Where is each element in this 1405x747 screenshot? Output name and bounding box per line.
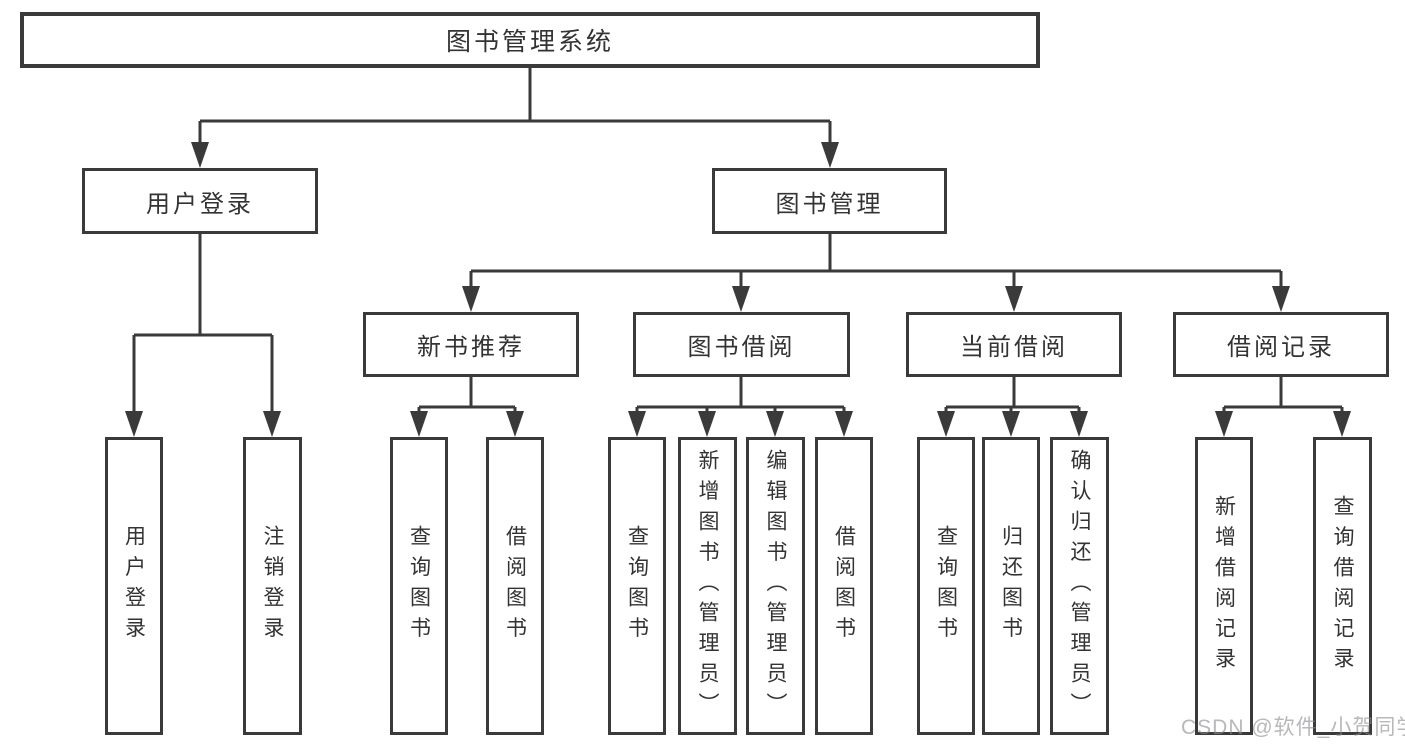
arrowhead-icon [125, 411, 143, 437]
leaf-nbr-borrow-books: 借阅图书 [486, 437, 544, 735]
leaf-bb-query-books: 查询图书 [608, 437, 666, 735]
arrowhead-icon [1333, 411, 1351, 437]
vertical-label: 查询图书 [625, 525, 649, 647]
vertical-label: 借阅图书 [503, 525, 527, 647]
node-borrow-records: 借阅记录 [1173, 312, 1389, 377]
vertical-label: 查询图书 [407, 525, 431, 647]
arrowhead-icon [937, 411, 955, 437]
leaf-bb-edit-books-admin: 编辑图书（管理员） [746, 437, 805, 735]
arrowhead-icon [628, 411, 646, 437]
leaf-logout: 注销登录 [243, 437, 302, 735]
vertical-label: 查询图书 [934, 525, 958, 647]
vertical-label: 借阅图书 [832, 525, 856, 647]
leaf-nbr-query-books: 查询图书 [390, 437, 448, 735]
arrowhead-icon [1272, 286, 1290, 312]
leaf-bb-add-books-admin: 新增图书（管理员） [678, 437, 737, 735]
leaf-cb-confirm-return-admin: 确认归还（管理员） [1050, 437, 1109, 735]
node-root-library-system: 图书管理系统 [20, 12, 1040, 68]
vertical-label: 注销登录 [261, 525, 284, 647]
leaf-br-add-record: 新增借阅记录 [1195, 437, 1253, 735]
arrowhead-icon [821, 142, 839, 168]
node-user-login: 用户登录 [82, 168, 318, 234]
node-book-management: 图书管理 [712, 168, 947, 234]
vertical-label: 新增借阅记录 [1212, 494, 1236, 678]
arrowhead-icon [1215, 411, 1233, 437]
arrowhead-icon [263, 411, 281, 437]
vertical-label: 查询借阅记录 [1331, 494, 1354, 678]
arrowhead-icon [1002, 411, 1020, 437]
leaf-br-query-record: 查询借阅记录 [1313, 437, 1372, 735]
arrowhead-icon [1070, 411, 1088, 437]
vertical-label: 编辑图书（管理员） [764, 448, 787, 724]
node-current-borrow: 当前借阅 [906, 312, 1122, 377]
vertical-label: 确认归还（管理员） [1068, 448, 1091, 724]
vertical-label: 新增图书（管理员） [696, 448, 719, 724]
arrowhead-icon [191, 142, 209, 168]
arrowhead-icon [1005, 286, 1023, 312]
arrowhead-icon [410, 411, 428, 437]
arrowhead-icon [462, 286, 480, 312]
leaf-cb-return-books: 归还图书 [982, 437, 1040, 735]
arrowhead-icon [835, 411, 853, 437]
vertical-label: 用户登录 [122, 525, 146, 647]
arrowhead-icon [506, 411, 524, 437]
arrowhead-icon [732, 286, 750, 312]
vertical-label: 归还图书 [999, 525, 1023, 647]
leaf-cb-query-books: 查询图书 [917, 437, 975, 735]
leaf-bb-borrow-books: 借阅图书 [815, 437, 873, 735]
leaf-user-login: 用户登录 [105, 437, 163, 735]
csdn-watermark: CSDN @软件_小贺同学 [1181, 716, 1405, 739]
node-book-borrow: 图书借阅 [633, 312, 850, 377]
node-new-book-recommend: 新书推荐 [363, 312, 579, 377]
arrowhead-icon [698, 411, 716, 437]
arrowhead-icon [766, 411, 784, 437]
